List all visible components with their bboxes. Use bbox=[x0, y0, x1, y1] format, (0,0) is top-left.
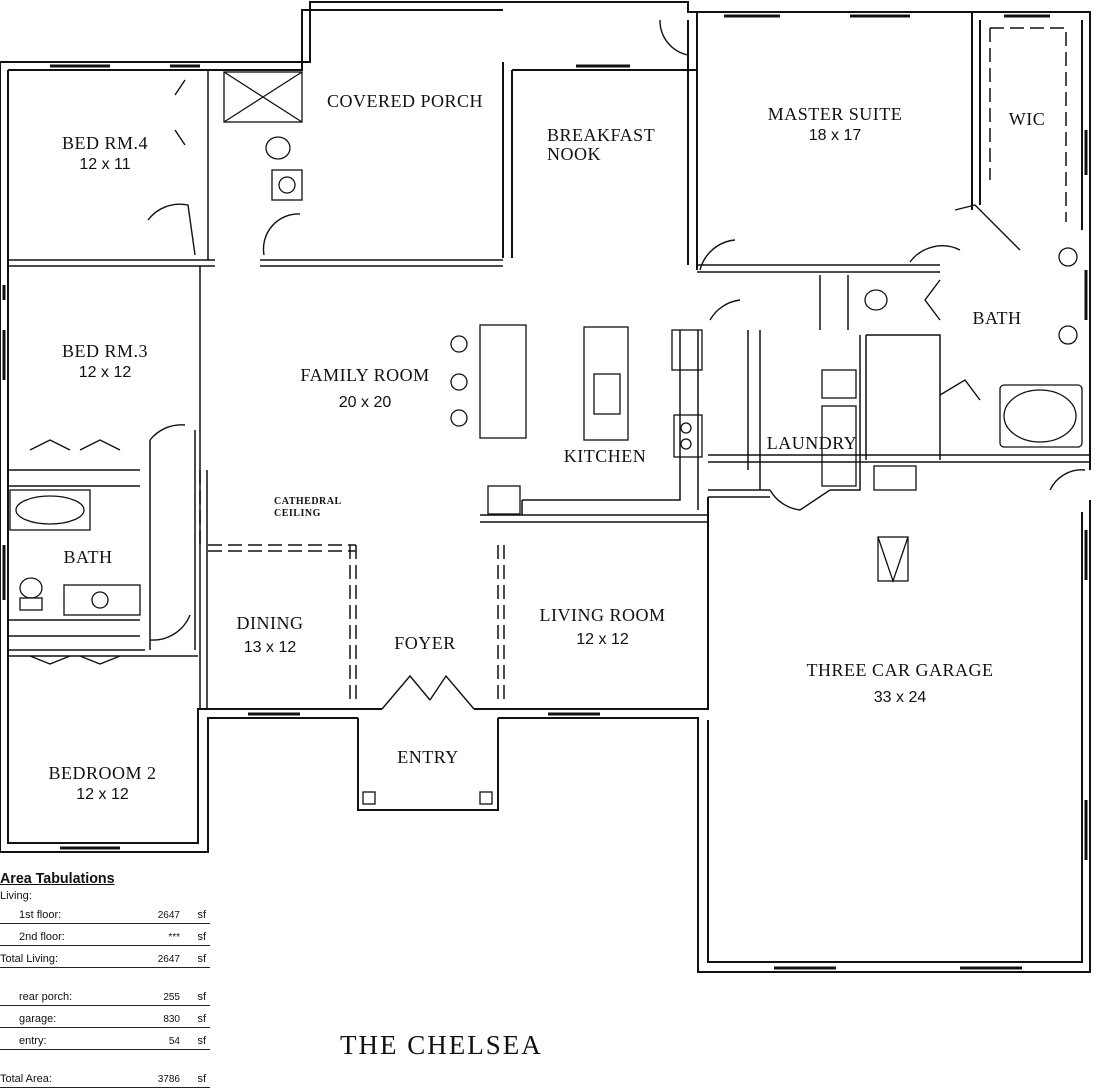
room-size: 13 x 12 bbox=[243, 639, 297, 656]
room-name-line2: NOOK bbox=[547, 144, 601, 164]
hall-bath-label: BATH bbox=[63, 547, 113, 567]
room-size: 12 x 11 bbox=[79, 156, 131, 173]
door-swings bbox=[29, 19, 1086, 710]
area-row-label: 2nd floor: bbox=[19, 931, 65, 943]
room-size: 12 x 12 bbox=[76, 786, 129, 803]
area-row-label: garage: bbox=[19, 1013, 57, 1025]
laundry-label: LAUNDRY bbox=[766, 433, 858, 453]
dining-label: DINING 13 x 12 bbox=[220, 612, 320, 659]
area-row: Total Area: 3786 sf bbox=[0, 1066, 210, 1088]
note-line1: CATHEDRAL bbox=[274, 496, 342, 507]
master-bath-label: BATH bbox=[972, 308, 1022, 328]
room-name-line1: BREAKFAST bbox=[547, 125, 656, 145]
area-row: Total Living: 2647 sf bbox=[0, 946, 210, 968]
area-row-label: Total Living: bbox=[0, 953, 59, 965]
kitchen-label: KITCHEN bbox=[563, 446, 647, 466]
covered-porch-label: COVERED PORCH bbox=[326, 91, 484, 111]
bed-room-4-label: BED RM.4 12 x 11 bbox=[40, 132, 170, 176]
area-row-value: 255 bbox=[163, 992, 180, 1003]
interior-walls bbox=[8, 70, 1090, 709]
room-size: 18 x 17 bbox=[808, 127, 862, 144]
fixtures bbox=[9, 71, 1083, 805]
area-row-unit: sf bbox=[197, 1073, 206, 1085]
area-row-value: 830 bbox=[163, 1014, 180, 1025]
wic-label: WIC bbox=[1008, 109, 1046, 129]
area-row-unit: sf bbox=[197, 1035, 206, 1047]
area-row: entry: 54 sf bbox=[0, 1028, 210, 1050]
dashed-lines bbox=[199, 27, 1067, 705]
room-name: THREE CAR GARAGE bbox=[806, 660, 994, 680]
room-size: 33 x 24 bbox=[873, 689, 927, 706]
area-row-unit: sf bbox=[197, 909, 206, 921]
foyer-label: FOYER bbox=[394, 633, 456, 653]
area-row-label: 1st floor: bbox=[19, 909, 62, 921]
breakfast-nook-label: BREAKFAST NOOK bbox=[547, 126, 655, 164]
room-name: FAMILY ROOM bbox=[300, 365, 430, 385]
room-name: BED RM.4 bbox=[61, 133, 148, 153]
note-line2: CEILING bbox=[274, 508, 321, 519]
area-row-value: 2647 bbox=[157, 910, 180, 921]
room-name: BED RM.3 bbox=[61, 341, 148, 361]
garage-label: THREE CAR GARAGE 33 x 24 bbox=[790, 659, 1010, 709]
room-name: MASTER SUITE bbox=[767, 104, 903, 124]
area-row-label: rear porch: bbox=[19, 991, 73, 1003]
room-name: LIVING ROOM bbox=[539, 605, 666, 625]
bed-room-3-label: BED RM.3 12 x 12 bbox=[40, 340, 170, 384]
area-row: rear porch: 255 sf bbox=[0, 984, 210, 1006]
entry-label: ENTRY bbox=[397, 747, 459, 767]
area-row-label: Total Area: bbox=[0, 1073, 52, 1085]
area-row-value: 3786 bbox=[157, 1074, 180, 1085]
area-heading: Area Tabulations bbox=[0, 870, 115, 887]
area-row-value: *** bbox=[168, 932, 180, 943]
windows bbox=[2, 14, 1088, 970]
area-row-value: 2647 bbox=[157, 954, 180, 965]
room-size: 12 x 12 bbox=[78, 364, 132, 381]
area-section-living: Living: bbox=[0, 890, 32, 902]
area-row: 2nd floor: *** sf bbox=[0, 924, 210, 946]
master-suite-label: MASTER SUITE 18 x 17 bbox=[750, 103, 920, 147]
exterior-walls bbox=[0, 1, 1091, 973]
area-row-unit: sf bbox=[197, 931, 206, 943]
area-tabulations: Area Tabulations Living: 1st floor: 2647… bbox=[0, 870, 210, 1088]
area-row-unit: sf bbox=[197, 1013, 206, 1025]
room-size: 12 x 12 bbox=[576, 631, 629, 648]
area-row-value: 54 bbox=[168, 1036, 180, 1047]
family-room-label: FAMILY ROOM 20 x 20 bbox=[280, 364, 450, 414]
room-name: BEDROOM 2 bbox=[48, 763, 157, 783]
area-row-unit: sf bbox=[197, 991, 206, 1003]
area-row-label: entry: bbox=[19, 1035, 47, 1047]
area-row: 1st floor: 2647 sf bbox=[0, 902, 210, 924]
room-name: DINING bbox=[236, 613, 304, 633]
area-row-unit: sf bbox=[197, 953, 206, 965]
bedroom-2-label: BEDROOM 2 12 x 12 bbox=[30, 762, 175, 806]
room-size: 20 x 20 bbox=[338, 394, 392, 411]
plan-title: THE CHELSEA bbox=[340, 1030, 543, 1060]
cathedral-ceiling-note: CATHEDRAL CEILING bbox=[274, 496, 342, 520]
area-row: garage: 830 sf bbox=[0, 1006, 210, 1028]
living-room-label: LIVING ROOM 12 x 12 bbox=[530, 604, 675, 651]
